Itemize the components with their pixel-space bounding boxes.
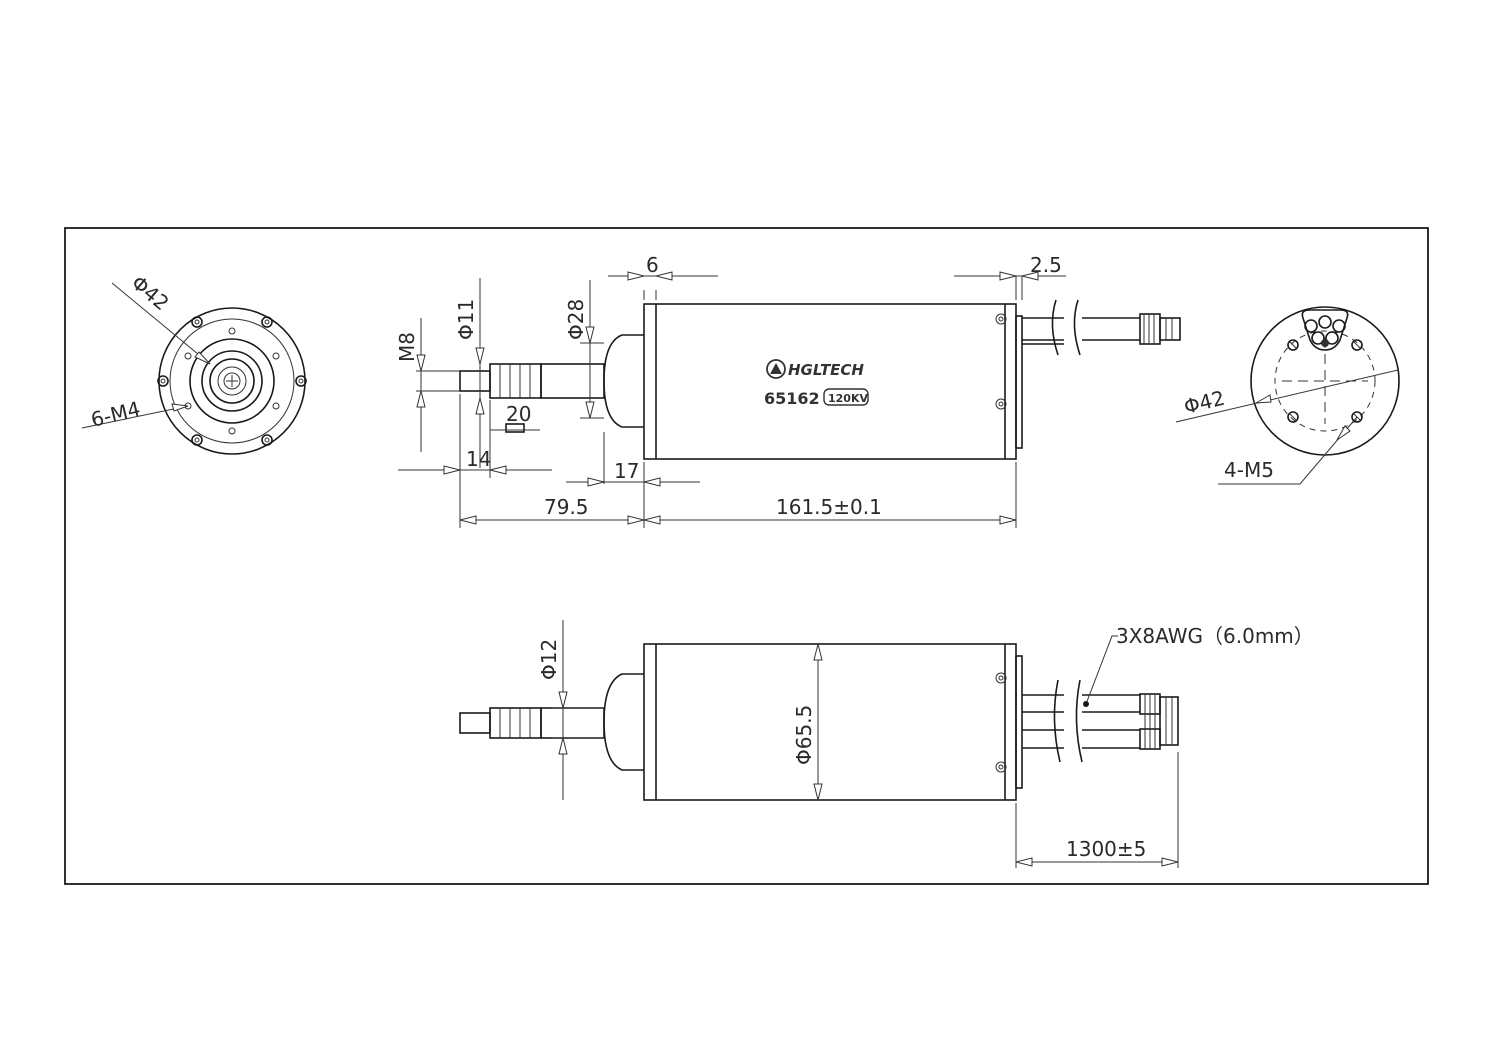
dim-boss-diameter: Φ28 [564, 299, 588, 340]
dim-body-diameter: Φ65.5 [792, 705, 816, 765]
dim-bottom-shaft-diameter: Φ12 [537, 639, 561, 680]
dim-cable-length: 1300±5 [1066, 837, 1146, 861]
kv-rating: 120KV [828, 392, 868, 405]
dim-key-length: 20 [506, 402, 531, 426]
dim-rear-cap: 2.5 [1030, 253, 1062, 277]
front-bolt-holes [157, 316, 307, 446]
cable-spec-label: 3X8AWG（6.0mm） [1116, 624, 1314, 648]
dim-boss-length: 17 [614, 459, 639, 483]
model-number: 65162 [764, 389, 820, 408]
front-mount-holes-label: 6-M4 [88, 396, 142, 431]
side-view: HGLTECH 65162 120KV 6 2.5 Φ28 Φ11 [395, 253, 1181, 528]
front-view: Φ42 6-M4 [81, 270, 307, 455]
front-diameter-label: Φ42 [127, 270, 174, 315]
dim-shaft-diameter: Φ11 [454, 299, 478, 340]
rear-mount-holes-label: 4-M5 [1224, 458, 1274, 482]
dim-thread: M8 [395, 332, 419, 362]
bottom-view: Φ12 Φ65.5 3X8AWG（6.0mm） 1300±5 [459, 620, 1314, 868]
brand-logo: HGLTECH 65162 120KV [764, 359, 869, 408]
dim-front-length: 79.5 [544, 495, 589, 519]
logo-text: HGLTECH [788, 361, 864, 379]
dim-flange-thickness: 6 [646, 253, 659, 277]
rear-view: Φ42 4-M5 [1175, 306, 1400, 485]
dim-thread-length: 14 [466, 447, 491, 471]
dim-body-length: 161.5±0.1 [776, 495, 882, 519]
rear-diameter-label: Φ42 [1181, 386, 1227, 419]
drawing-frame [64, 227, 1429, 885]
